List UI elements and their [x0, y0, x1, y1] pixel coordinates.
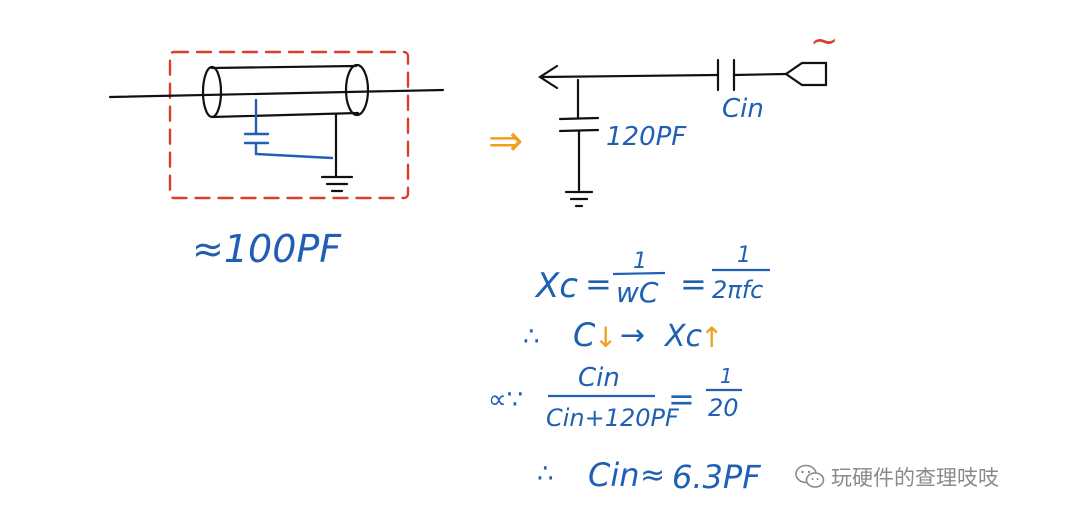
frac4-den: 20	[708, 394, 739, 422]
line2-c: C	[573, 316, 596, 354]
watermark: 玩硬件的查理吱吱	[795, 462, 999, 492]
watermark-text: 玩硬件的查理吱吱	[831, 466, 999, 490]
frac2-num: 1	[737, 243, 751, 268]
ac-source-symbol: ~	[810, 21, 839, 61]
ground-symbol-left	[320, 175, 354, 193]
line4-cin: Cin	[588, 456, 640, 494]
frac1-den: wC	[616, 276, 659, 309]
equivalent-circuit	[537, 58, 828, 208]
frac4-num: 1	[720, 364, 733, 388]
coax-center-conductor	[108, 88, 445, 99]
line2-down-arrow: ↓	[594, 321, 617, 354]
coax-left-end	[201, 65, 223, 119]
equals-2: =	[680, 265, 707, 303]
shunt-plate-top	[558, 116, 600, 121]
implies-arrow: ⇒	[488, 116, 523, 165]
series-cap-label: Cin	[722, 94, 764, 124]
parasitic-capacitor	[243, 98, 334, 160]
equations: Xc = 1 wC = 1 2πfc ∴ C ↓ → Xc ↑ ∝∵ Cin C…	[488, 243, 770, 496]
equals-3: =	[668, 380, 695, 418]
frac3-num: Cin	[578, 363, 620, 393]
frac1-bar	[612, 271, 666, 276]
signal-line	[539, 73, 719, 79]
frac1-num: 1	[633, 249, 647, 274]
therefore-2: ∴	[537, 459, 554, 489]
source-line	[732, 72, 788, 77]
line4-approx: ≈	[640, 458, 665, 493]
approx-100pf-label: ≈100PF	[192, 227, 342, 271]
wechat-icon	[795, 464, 825, 488]
line2-xc: Xc	[663, 319, 703, 354]
line2-up-arrow: ↑	[700, 321, 723, 354]
equals-1: =	[585, 265, 612, 303]
coax-bottom-edge	[210, 111, 360, 119]
xc-lhs: Xc	[534, 266, 578, 306]
coax-dashed-box	[168, 50, 410, 200]
coax-right-end	[344, 63, 370, 117]
coax-top-edge	[210, 64, 358, 70]
signal-source-connector	[784, 61, 828, 87]
coax-model	[108, 50, 445, 200]
line2-implies-arrow: →	[620, 318, 645, 353]
frac2-den: 2πfc	[712, 276, 763, 304]
frac3-den: Cin+120PF	[546, 404, 680, 432]
ground-symbol-right	[564, 190, 594, 208]
line3-prefix: ∝∵	[488, 385, 523, 415]
therefore-1: ∴	[523, 322, 540, 352]
shunt-cap-label: 120PF	[606, 122, 687, 152]
line4-value: 6.3PF	[672, 458, 761, 496]
